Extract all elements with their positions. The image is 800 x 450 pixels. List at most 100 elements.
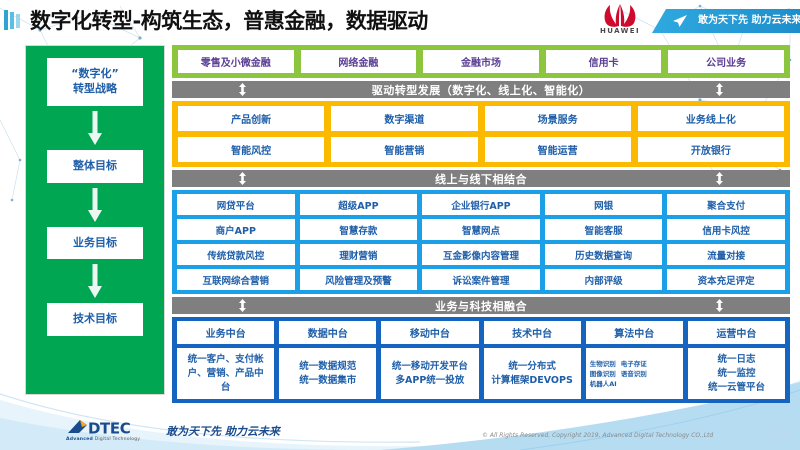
sidebar-item-strategy[interactable]: “数字化” 转型战略 xyxy=(47,58,143,106)
architecture-stack: 零售及小微金融 网络金融 金融市场 信用卡 公司业务 驱动转型发展（数字化、线上… xyxy=(172,45,790,404)
channel-cell-wealth-marketing[interactable]: 理财营销 xyxy=(299,244,418,265)
sidebar-item-strategy-line2: 转型战略 xyxy=(73,81,117,95)
business-line-internet-finance[interactable]: 网络金融 xyxy=(300,50,417,73)
platform-mobile-line2: 多APP统一投放 xyxy=(395,374,465,386)
platform-body-operation: 统一日志 统一监控 统一云管平台 xyxy=(687,348,786,400)
strategy-sidebar: “数字化” 转型战略 整体目标 业务目标 技术目标 xyxy=(25,45,165,395)
channel-cell-traffic-connection[interactable]: 流量对接 xyxy=(667,244,785,265)
down-arrow-icon-2 xyxy=(88,187,102,222)
drive-cell-smart-risk-control[interactable]: 智能风控 xyxy=(178,137,325,162)
platform-column-technology: 技术中台 统一分布式 计算框架DEVOPS xyxy=(483,321,581,400)
business-line-credit-card[interactable]: 信用卡 xyxy=(545,50,662,73)
drive-cell-scenario-service[interactable]: 场景服务 xyxy=(484,106,631,131)
channel-cell-capital-adequacy[interactable]: 资本充足评定 xyxy=(667,269,785,290)
platform-head-algorithm[interactable]: 算法中台 xyxy=(585,321,683,344)
double-arrow-icon-right-2 xyxy=(716,172,723,185)
business-lines-band: 零售及小微金融 网络金融 金融市场 信用卡 公司业务 xyxy=(172,45,790,78)
channel-cell-internet-integrated-marketing[interactable]: 互联网综合营销 xyxy=(177,269,295,290)
channel-cell-internet-banking[interactable]: 网银 xyxy=(544,194,663,215)
platform-head-mobile[interactable]: 移动中台 xyxy=(381,321,479,344)
copyright-notice: © All Rights Reserved. Copyright 2019, A… xyxy=(482,432,714,439)
connector-drive-label: 驱动转型发展（数字化、线上化、智能化） xyxy=(371,83,591,97)
slide-header: 数字化转型-构筑生态，普惠金融，数据驱动 HUAWEI xyxy=(0,0,800,42)
algorithm-tag-biometric: 生物识别 xyxy=(589,359,616,368)
ribbon-slogan: 敢为天下先 助力云未来 xyxy=(698,15,800,26)
drive-cell-smart-operation[interactable]: 智能运营 xyxy=(484,137,631,162)
business-line-financial-market[interactable]: 金融市场 xyxy=(423,50,539,73)
drive-cell-smart-marketing[interactable]: 智能营销 xyxy=(331,137,478,162)
double-arrow-icon-left-2 xyxy=(239,172,246,185)
platform-operation-line1: 统一日志 xyxy=(717,354,756,365)
platform-operation-line3: 统一云管平台 xyxy=(707,381,765,393)
dtec-tagline-bold: Advanced xyxy=(66,437,93,442)
channel-cell-corporate-bank-app[interactable]: 企业银行APP xyxy=(422,194,540,215)
platform-body-mobile: 统一移动开发平台 多APP统一投放 xyxy=(381,348,479,400)
channel-layer-row-2: 商户APP 智慧存款 智慧网点 智能客服 信用卡风控 xyxy=(177,219,785,240)
sidebar-item-technology-goal[interactable]: 技术目标 xyxy=(47,303,143,337)
platform-body-data: 统一数据规范 统一数据集市 xyxy=(279,348,377,400)
channel-cell-smart-branch[interactable]: 智慧网点 xyxy=(422,219,540,240)
business-line-corporate[interactable]: 公司业务 xyxy=(668,50,784,73)
drive-cell-business-online[interactable]: 业务线上化 xyxy=(637,106,784,131)
drive-layer-band: 产品创新 数字渠道 场景服务 业务线上化 智能风控 智能营销 智能运营 开放银行 xyxy=(172,101,790,167)
channel-cell-history-data-query[interactable]: 历史数据查询 xyxy=(544,244,663,265)
platform-body-technology: 统一分布式 计算框架DEVOPS xyxy=(483,348,581,400)
channel-cell-online-loan-platform[interactable]: 网贷平台 xyxy=(177,194,295,215)
platform-columns: 业务中台 统一客户、支付帐 户、营销、产品中 台 数据中台 统一数据规范 统一数… xyxy=(177,321,786,400)
drive-cell-open-banking[interactable]: 开放银行 xyxy=(637,137,784,162)
channel-cell-smart-customer-service[interactable]: 智能客服 xyxy=(544,219,663,240)
connector-drive-transformation: 驱动转型发展（数字化、线上化、智能化） xyxy=(172,81,790,98)
ribbon-shape xyxy=(652,9,800,33)
platform-head-data[interactable]: 数据中台 xyxy=(279,321,377,344)
page-title: 数字化转型-构筑生态，普惠金融，数据驱动 xyxy=(30,9,428,33)
platform-head-business[interactable]: 业务中台 xyxy=(177,321,275,344)
drive-cell-digital-channel[interactable]: 数字渠道 xyxy=(331,106,478,131)
channel-cell-internal-rating[interactable]: 内部评级 xyxy=(544,269,663,290)
huawei-ribbon-banner: 敢为天下先 助力云未来 xyxy=(652,9,800,33)
channel-cell-credit-card-risk[interactable]: 信用卡风控 xyxy=(667,219,785,240)
channel-cell-risk-management-alert[interactable]: 风险管理及预警 xyxy=(299,269,418,290)
platform-operation-line2: 统一监控 xyxy=(717,367,756,379)
drive-layer-row-2: 智能风控 智能营销 智能运营 开放银行 xyxy=(178,137,784,162)
drive-cell-product-innovation[interactable]: 产品创新 xyxy=(178,106,325,131)
dtec-tagline: Advanced Digital Technology xyxy=(66,437,158,442)
connector-online-label: 线上与线下相结合 xyxy=(435,172,527,186)
platform-business-line3: 台 xyxy=(220,381,231,393)
platform-technology-line2: 计算框架DEVOPS xyxy=(491,374,573,386)
double-arrow-icon-right-1 xyxy=(716,83,723,96)
channel-cell-image-content-mgmt[interactable]: 互金影像内容管理 xyxy=(422,244,540,265)
channel-cell-smart-deposit[interactable]: 智慧存款 xyxy=(299,219,418,240)
channel-layer-band: 网贷平台 超级APP 企业银行APP 网银 聚合支付 商户APP 智慧存款 智慧… xyxy=(172,190,790,294)
platform-body-algorithm: 生物识别 电子存证 图像识别 语音识别 机器人AI xyxy=(585,348,683,400)
sidebar-item-business-goal[interactable]: 业务目标 xyxy=(47,226,143,260)
sidebar-item-strategy-line1: “数字化” xyxy=(71,67,119,80)
business-line-retail-micro[interactable]: 零售及小微金融 xyxy=(178,50,294,73)
double-arrow-icon-right-3 xyxy=(716,299,723,312)
huawei-wordmark: HUAWEI xyxy=(600,27,640,35)
platform-data-line1: 统一数据规范 xyxy=(299,360,357,372)
channel-cell-super-app[interactable]: 超级APP xyxy=(299,194,418,215)
sidebar-item-overall-goal[interactable]: 整体目标 xyxy=(47,149,143,183)
platform-data-line2: 统一数据集市 xyxy=(299,374,357,386)
platform-technology-line1: 统一分布式 xyxy=(508,360,556,372)
platform-head-operation[interactable]: 运营中台 xyxy=(687,321,786,344)
double-arrow-icon-left-3 xyxy=(239,299,246,312)
down-arrow-icon-1 xyxy=(88,110,102,145)
platform-column-algorithm: 算法中台 生物识别 电子存证 图像识别 语音识别 机器人AI xyxy=(585,321,683,400)
dtec-tagline-rest: Digital Technology xyxy=(92,437,141,442)
footer-slogan: 敢为天下先 助力云未来 xyxy=(166,425,280,438)
channel-cell-aggregate-payment[interactable]: 聚合支付 xyxy=(667,194,785,215)
algorithm-tag-e-evidence: 电子存证 xyxy=(620,359,647,368)
algorithm-tag-speech-recognition: 语音识别 xyxy=(620,369,647,378)
channel-cell-litigation-case-mgmt[interactable]: 诉讼案件管理 xyxy=(422,269,540,290)
algorithm-line-3: 机器人AI xyxy=(590,379,679,389)
drive-layer-row-1: 产品创新 数字渠道 场景服务 业务线上化 xyxy=(178,106,784,131)
platform-business-line1: 统一客户、支付帐 xyxy=(187,354,264,365)
platform-head-technology[interactable]: 技术中台 xyxy=(483,321,581,344)
platform-column-business: 业务中台 统一客户、支付帐 户、营销、产品中 台 xyxy=(177,321,275,400)
channel-cell-traditional-loan-risk[interactable]: 传统贷款风控 xyxy=(177,244,295,265)
channel-cell-merchant-app[interactable]: 商户APP xyxy=(177,219,295,240)
page-number: 10 xyxy=(768,428,788,444)
channel-layer-row-4: 互联网综合营销 风险管理及预警 诉讼案件管理 内部评级 资本充足评定 xyxy=(177,269,785,290)
huawei-logo: HUAWEI xyxy=(592,2,648,40)
